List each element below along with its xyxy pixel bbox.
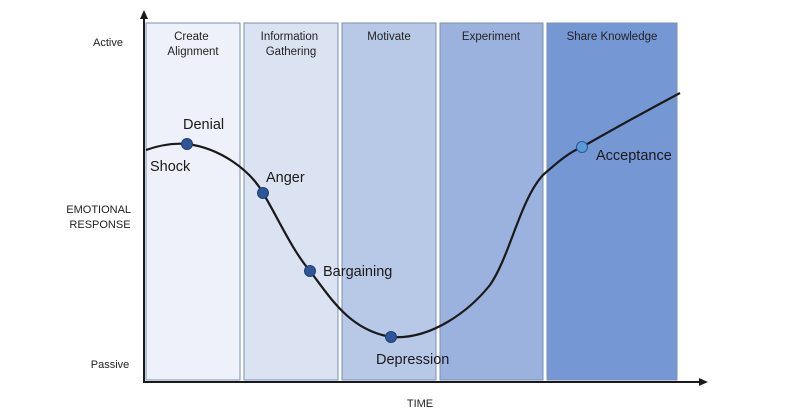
phase-panels [145,22,678,381]
axes [140,10,708,386]
stage-markers [181,138,588,343]
stage-label-shock: Shock [150,159,191,175]
phase-panel-motivate [341,22,437,381]
phase-panel-create-alignment [145,22,241,381]
stage-labels: Denial Shock Anger Bargaining Depression… [150,117,672,368]
emotional-response-curve [145,92,681,339]
stage-marker-depression [385,331,397,343]
phase-label-share-knowledge: Share Knowledge [567,31,658,43]
stage-marker-bargaining [304,265,316,277]
stage-marker-acceptance [576,141,588,153]
phase-panel-information-gathering [243,22,339,381]
stage-label-bargaining: Bargaining [323,264,392,280]
stage-marker-anger [257,187,269,199]
stage-label-anger: Anger [266,170,305,186]
y-axis-bottom-label: Passive [91,359,130,371]
y-axis-top-label: Active [93,37,123,49]
phase-labels: Create Alignment Information Gathering M… [167,31,657,58]
phase-label-information-gathering: Information Gathering [261,31,322,58]
stage-marker-denial [181,138,193,150]
phase-label-experiment: Experiment [462,31,521,43]
phase-panel-share-knowledge [546,22,678,381]
x-axis-title: TIME [407,398,433,410]
y-axis-title: EMOTIONAL RESPONSE [66,204,133,231]
stage-label-denial: Denial [183,117,224,133]
phase-label-create-alignment: Create Alignment [167,31,219,58]
stage-label-depression: Depression [376,352,449,368]
stage-label-acceptance: Acceptance [596,148,672,164]
phase-label-motivate: Motivate [367,31,410,43]
